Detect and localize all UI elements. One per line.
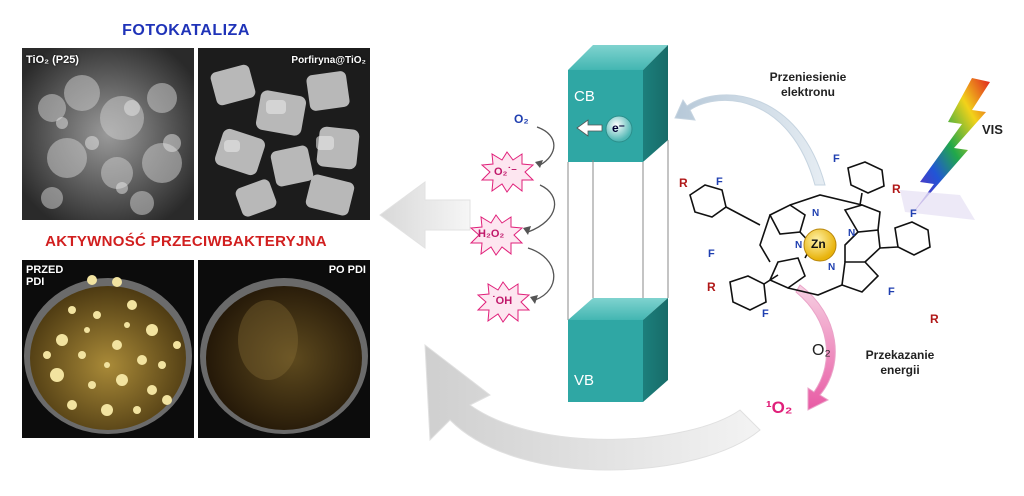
- cb-label: CB: [574, 88, 595, 105]
- vb-box: [568, 298, 668, 402]
- f-label-5: F: [888, 286, 895, 298]
- electron-icon: [605, 115, 633, 143]
- superoxide-label: O₂˙⁻: [494, 166, 517, 178]
- r-label-1: R: [679, 176, 688, 190]
- gap-outline: [567, 140, 669, 320]
- electron-transfer-label: Przeniesienie elektronu: [748, 70, 868, 100]
- hydroxyl-label: ˙OH: [492, 295, 513, 307]
- n-label-2: N: [848, 228, 856, 239]
- sem-right-label: Porfiryna@TiO₂: [291, 55, 366, 66]
- dish-left-label-line1: PRZED: [26, 264, 64, 276]
- hydroxyl-star: [476, 281, 531, 323]
- electron-arrow: [576, 119, 603, 137]
- ros-arrows: [527, 126, 556, 301]
- n-label-1: N: [812, 208, 820, 219]
- sem-image-tio2: TiO₂ (P25): [22, 48, 194, 220]
- ros-arrowheads: [523, 160, 543, 304]
- n-label-4: N: [828, 262, 836, 273]
- vis-lightning-icon: [912, 78, 990, 214]
- antibacterial-heading: AKTYWNOŚĆ PRZECIWBAKTERYJNA: [45, 233, 327, 250]
- r-label-2: R: [892, 182, 901, 196]
- sem-image-porphyrin: Porfiryna@TiO₂: [198, 48, 370, 220]
- petri-dish-after: PO PDI: [198, 260, 370, 438]
- dish-left-label-line2: PDI: [26, 276, 45, 288]
- n-label-3: N: [795, 240, 803, 251]
- photocatalysis-heading: FOTOKATALIZA: [122, 22, 250, 39]
- zn-label: Zn: [811, 237, 826, 251]
- vb-label: VB: [574, 372, 595, 389]
- dish-left-label: PRZED PDI: [26, 264, 63, 288]
- electron-transfer-line1: Przeniesienie: [769, 70, 847, 84]
- energy-transfer-label: Przekazanie energii: [850, 348, 950, 378]
- cb-box: [568, 45, 668, 162]
- f-label-4: F: [708, 248, 715, 260]
- dish-right-label: PO PDI: [328, 264, 366, 276]
- peroxide-star: [469, 214, 524, 256]
- big-left-arrow: [379, 181, 471, 249]
- petri-dish-before: PRZED PDI: [22, 260, 194, 438]
- superoxide-star: [480, 151, 535, 193]
- electron-transfer-line2: elektronu: [780, 85, 835, 99]
- zinc-atom: [803, 228, 837, 262]
- sem-left-label: TiO₂ (P25): [26, 54, 79, 66]
- big-curved-arrow: [424, 343, 761, 471]
- energy-transfer-line1: Przekazanie: [865, 348, 935, 362]
- singlet-oxygen-label: ¹O₂: [766, 398, 793, 417]
- electron-transfer-arrow: [674, 94, 826, 186]
- energy-transfer-arrow: [795, 284, 836, 411]
- energy-transfer-line2: energii: [880, 363, 920, 377]
- vis-label: VIS: [982, 122, 1003, 137]
- f-label-2: F: [833, 153, 840, 165]
- o2-label: O₂: [514, 112, 529, 126]
- r-label-4: R: [930, 312, 939, 326]
- f-label-3: F: [910, 208, 917, 220]
- f-label-1: F: [716, 176, 723, 188]
- o2-energy-label: O₂: [812, 342, 831, 359]
- r-label-3: R: [707, 280, 716, 294]
- electron-label: e⁻: [612, 121, 626, 135]
- f-label-6: F: [762, 308, 769, 320]
- vis-light-fade: [900, 190, 975, 220]
- peroxide-label: H₂O₂: [478, 228, 505, 240]
